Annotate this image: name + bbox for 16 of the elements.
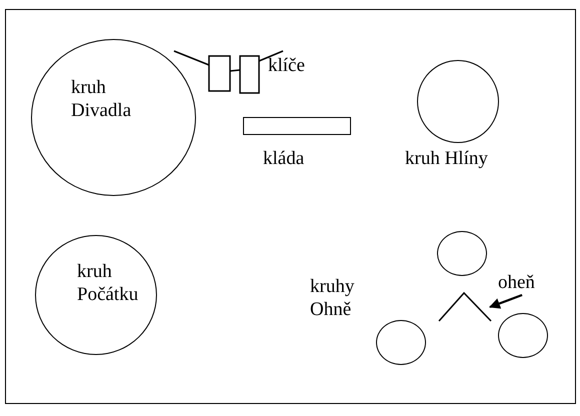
group-label: kruhy Ohně <box>310 275 356 321</box>
circle-shape <box>376 320 426 365</box>
circle-shape <box>31 39 196 196</box>
log-rectangle <box>243 117 351 135</box>
circle-shape <box>498 313 548 358</box>
circle-shape <box>35 235 157 355</box>
circle-label: kruh Počátku <box>77 260 140 306</box>
arrow <box>488 294 522 309</box>
circle-shape <box>417 60 499 143</box>
circle-label: kruh Divadla <box>71 76 132 122</box>
circle-shape <box>437 231 487 276</box>
node-label: kláda <box>263 147 304 170</box>
text-label: oheň <box>498 271 535 294</box>
fire-drawing <box>439 293 491 321</box>
node-label: kruh Hlíny <box>405 147 488 170</box>
node-label: klíče <box>268 54 305 77</box>
